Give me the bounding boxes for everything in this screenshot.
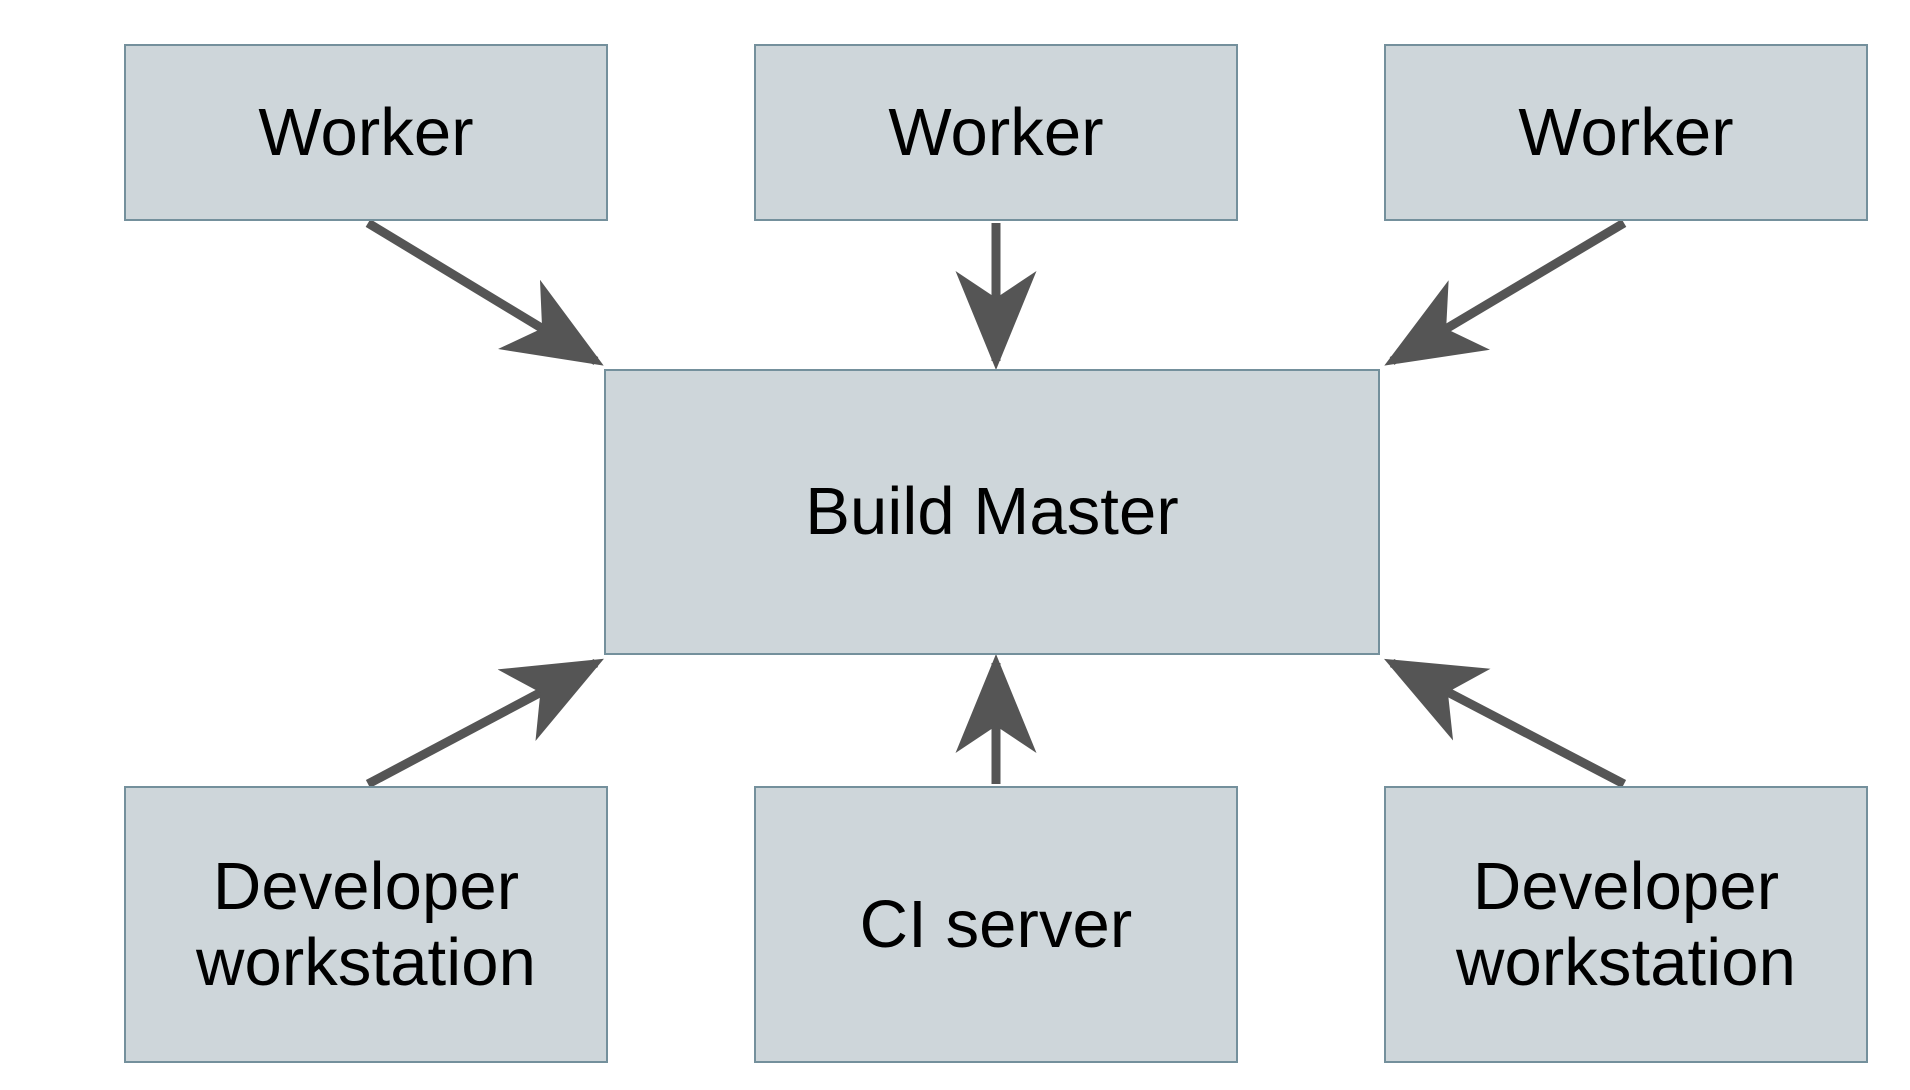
node-build-master-label: Build Master	[805, 474, 1179, 550]
edge-worker-1-to-build-master	[365, 219, 604, 366]
edge-dev-ws-1-to-build-master	[365, 658, 604, 788]
node-worker-2[interactable]: Worker	[754, 44, 1238, 221]
node-developer-workstation-2[interactable]: Developer workstation	[1384, 786, 1868, 1063]
node-ci-server-label: CI server	[859, 886, 1133, 962]
node-build-master[interactable]: Build Master	[604, 369, 1380, 655]
node-worker-2-label: Worker	[888, 94, 1104, 170]
node-developer-workstation-2-label: Developer workstation	[1456, 849, 1796, 1000]
edge-dev-ws-2-to-build-master	[1384, 658, 1627, 788]
edge-worker-3-to-build-master	[1384, 219, 1627, 366]
node-developer-workstation-1-label: Developer workstation	[196, 849, 536, 1000]
node-worker-1-label: Worker	[258, 94, 474, 170]
node-worker-3-label: Worker	[1518, 94, 1734, 170]
node-worker-1[interactable]: Worker	[124, 44, 608, 221]
node-ci-server[interactable]: CI server	[754, 786, 1238, 1063]
node-developer-workstation-1[interactable]: Developer workstation	[124, 786, 608, 1063]
node-worker-3[interactable]: Worker	[1384, 44, 1868, 221]
